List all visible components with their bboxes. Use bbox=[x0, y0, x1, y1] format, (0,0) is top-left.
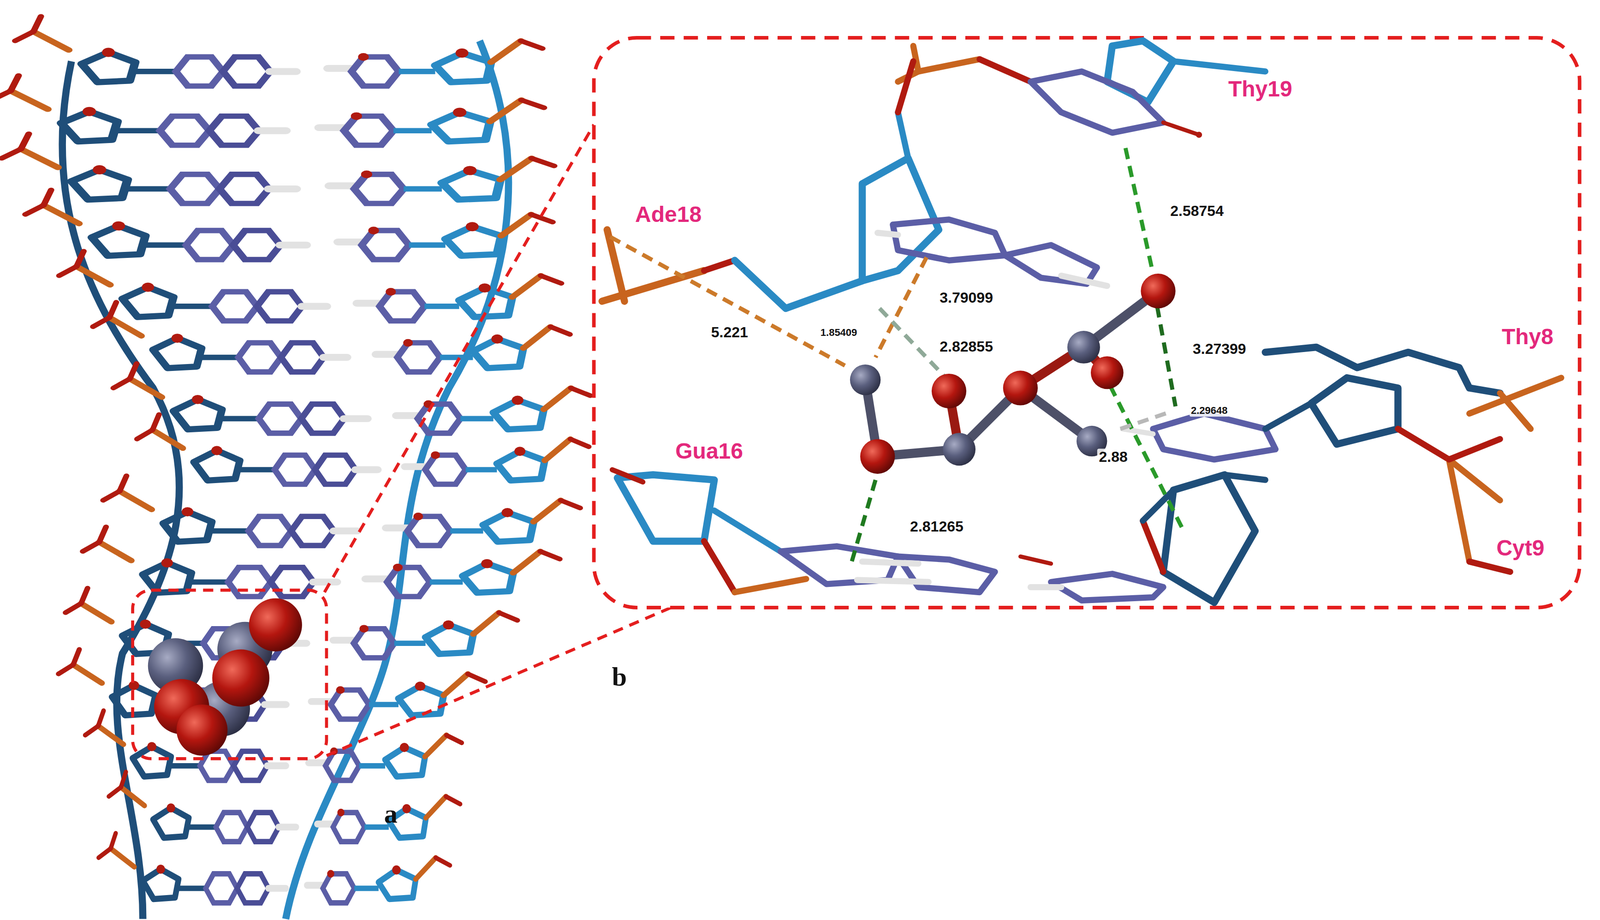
distance-value: 3.79099 bbox=[937, 289, 995, 307]
distance-value: 3.27399 bbox=[1190, 340, 1249, 358]
residue-label: Thy19 bbox=[1228, 76, 1293, 102]
distance-value: 5.221 bbox=[709, 324, 750, 342]
panel-letter: a bbox=[384, 798, 398, 829]
distance-value: 2.58754 bbox=[1168, 202, 1226, 221]
distance-value: 2.29648 bbox=[1189, 404, 1230, 417]
distance-value: 2.81265 bbox=[908, 517, 966, 536]
distance-value: 2.82855 bbox=[937, 338, 995, 356]
distance-value: 2.88 bbox=[1097, 448, 1130, 466]
residue-label: Cyt9 bbox=[1496, 535, 1545, 561]
distance-value: 1.85409 bbox=[819, 326, 859, 339]
residue-label: Ade18 bbox=[635, 202, 702, 227]
residue-label: Gua16 bbox=[675, 439, 744, 464]
panel-letter: b bbox=[612, 661, 627, 692]
residue-label: Thy8 bbox=[1501, 324, 1554, 350]
